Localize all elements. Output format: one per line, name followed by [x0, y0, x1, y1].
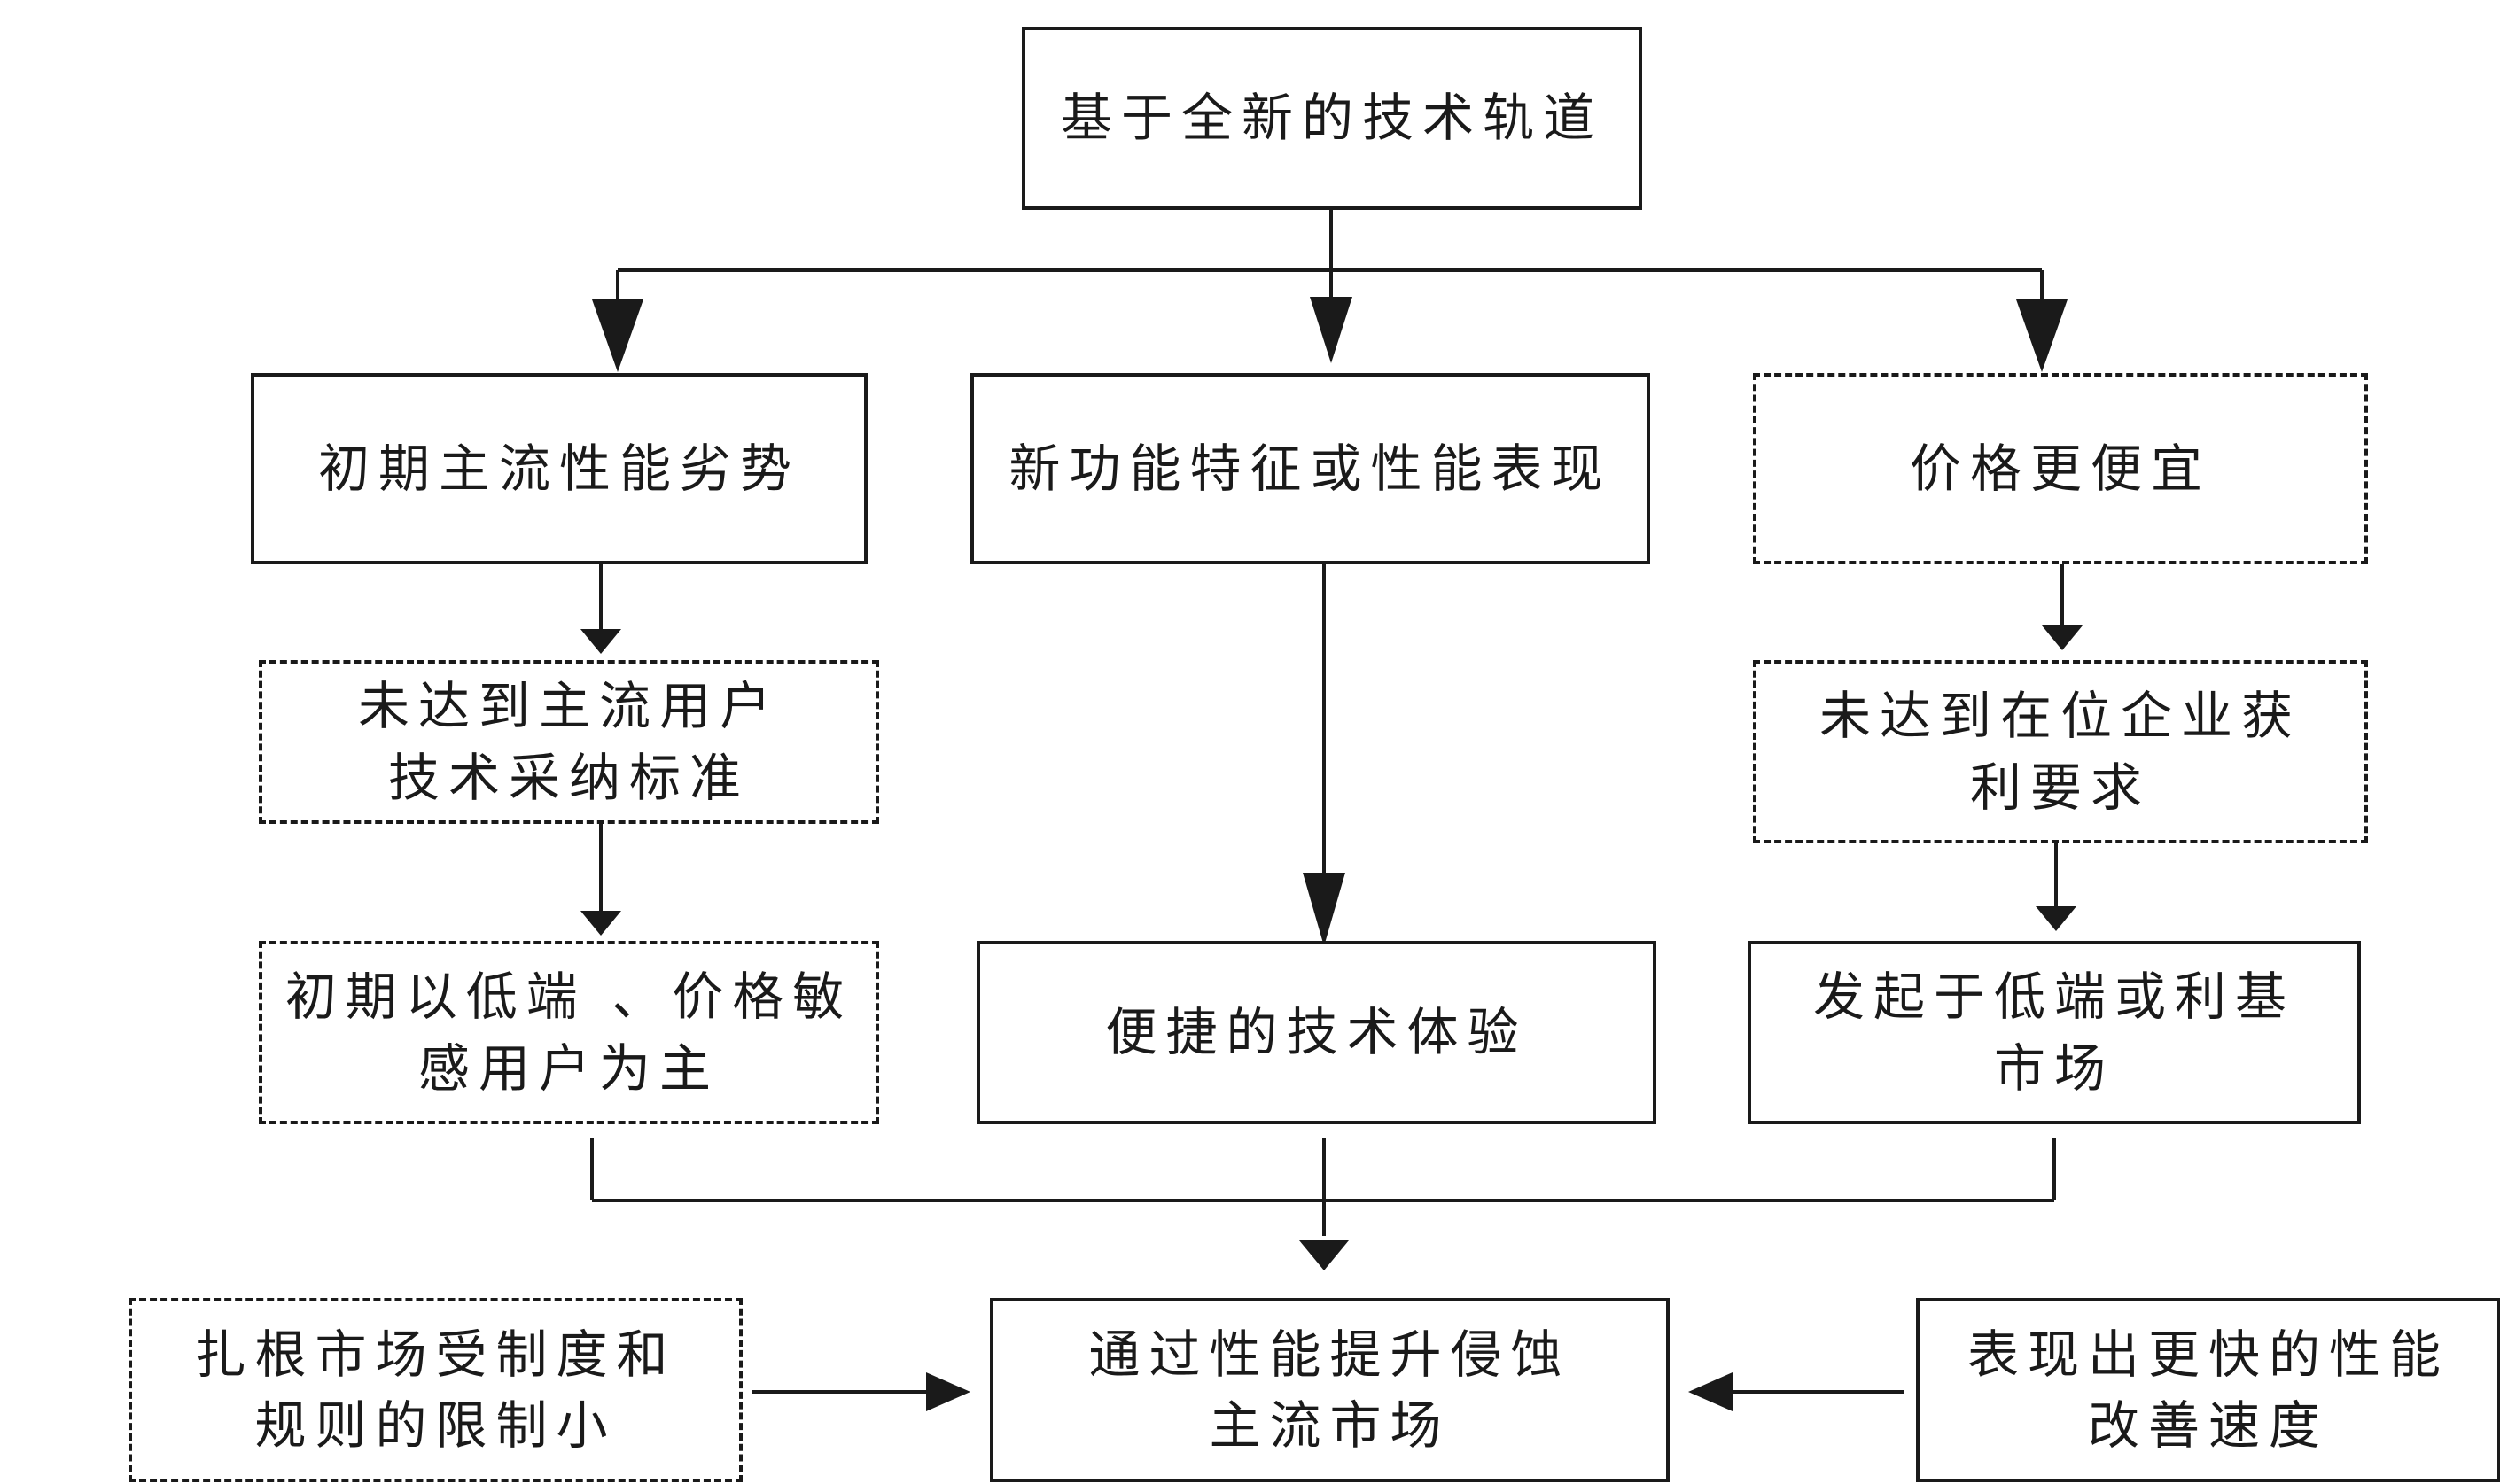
node-text-line-2: 主流市场 [1209, 1395, 1451, 1456]
node-convenient-experience: 便捷的技术体验 [977, 941, 1656, 1124]
node-text-line-1: 未达到主流用户 [357, 676, 780, 737]
arrow-to-left1 [592, 299, 643, 372]
node-text: 价格更便宜 [1909, 438, 2211, 499]
node-text-line-1: 通过性能提升侵蚀 [1088, 1324, 1571, 1385]
node-initial-performance-disadvantage: 初期主流性能劣势 [251, 373, 868, 564]
node-text-line-2: 规则的限制小 [254, 1395, 617, 1456]
arrow-mid1-mid3 [1303, 873, 1345, 946]
node-text-line-1: 发起于低端或利基 [1812, 967, 2295, 1028]
node-new-technology-trajectory: 基于全新的技术轨道 [1022, 27, 1642, 210]
node-text-line-2: 改善速度 [2087, 1395, 2329, 1456]
node-text-line-2: 感用户为主 [417, 1037, 720, 1099]
node-low-end-or-niche-market: 发起于低端或利基 市场 [1748, 941, 2361, 1124]
node-less-regulatory-constraint: 扎根市场受制度和 规则的限制小 [129, 1298, 743, 1482]
arrow-right1-right2 [2042, 625, 2083, 650]
node-text-line-1: 未达到在位企业获 [1819, 686, 2301, 747]
arrow-bottom-right-to-center [1688, 1372, 1733, 1411]
arrow-to-right1 [2016, 299, 2068, 372]
node-text: 新功能特征或性能表现 [1009, 438, 1612, 499]
arrow-left1-left2 [580, 629, 621, 654]
node-text: 便捷的技术体验 [1105, 1002, 1528, 1063]
node-below-adoption-standard: 未达到主流用户 技术采纳标准 [259, 660, 879, 824]
arrow-right2-right3 [2036, 906, 2076, 931]
node-text-line-1: 表现出更快的性能 [1967, 1324, 2449, 1385]
node-text-line-1: 扎根市场受制度和 [194, 1324, 677, 1385]
node-erode-mainstream-market: 通过性能提升侵蚀 主流市场 [990, 1298, 1670, 1482]
node-new-feature-performance: 新功能特征或性能表现 [970, 373, 1650, 564]
arrow-left2-left3 [580, 911, 621, 936]
node-text-line-2: 利要求 [1969, 757, 2151, 818]
node-text-line-1: 初期以低端 、价格敏 [284, 967, 853, 1028]
node-faster-performance-improvement: 表现出更快的性能 改善速度 [1916, 1298, 2500, 1482]
node-text-line-2: 市场 [1993, 1037, 2114, 1099]
node-cheaper-price: 价格更便宜 [1753, 373, 2368, 564]
node-below-incumbent-profit: 未达到在位企业获 利要求 [1753, 660, 2368, 843]
node-text: 初期主流性能劣势 [317, 438, 800, 499]
node-text-line-2: 技术采纳标准 [387, 747, 750, 808]
arrow-to-bottom-center [1299, 1240, 1349, 1270]
arrow-to-mid1 [1310, 297, 1352, 363]
node-low-end-price-sensitive-users: 初期以低端 、价格敏 感用户为主 [259, 941, 879, 1124]
node-text: 基于全新的技术轨道 [1060, 88, 1603, 149]
arrow-bottom-left-to-center [926, 1372, 970, 1411]
